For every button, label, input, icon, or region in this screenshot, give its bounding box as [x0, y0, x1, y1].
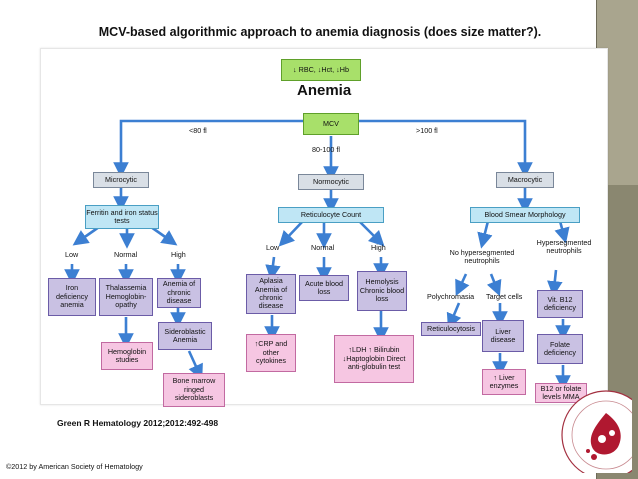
- label-lt80: <80 fl: [189, 126, 207, 135]
- label-target-cells: Target cells: [486, 292, 523, 301]
- arrow-mcv-microcytic: [113, 119, 303, 178]
- node-rbc-hct-hb: ↓ RBC, ↓Hct, ↓Hb: [281, 59, 361, 81]
- label-hypersegmented: Hypersegmented neutrophils: [536, 238, 592, 256]
- label-polychromasia: Polychromasia: [427, 292, 475, 301]
- node-liver-enzymes: ↑ Liver enzymes: [482, 369, 526, 395]
- node-iron-deficiency: Iron deficiency anemia: [48, 278, 96, 316]
- arrow-retic-low: [278, 220, 304, 247]
- label-normo-high: High: [371, 243, 386, 252]
- label-80-100: 80-100 fl: [312, 145, 340, 154]
- node-ldh-bilirubin: ↑LDH ↑ Bilirubin ↓Haptoglobin Direct ant…: [334, 335, 414, 383]
- arrow-to-vitb12: [547, 269, 563, 297]
- arrow-to-target: [486, 273, 502, 297]
- node-macrocytic: Macrocytic: [496, 172, 554, 188]
- node-acute-blood-loss: Acute blood loss: [299, 275, 349, 301]
- arrow-smear-hyper: [554, 220, 570, 244]
- arrow-to-aplasia: [265, 256, 281, 281]
- node-thalassemia: Thalassemia Hemoglobin-opathy: [99, 278, 153, 316]
- node-reticulocytosis: Reticulocytosis: [421, 322, 481, 336]
- arrow-to-bonemarrow: [187, 350, 203, 381]
- label-gt100: >100 fl: [416, 126, 438, 135]
- slide-title: MCV-based algorithmic approach to anemia…: [98, 25, 542, 39]
- arrow-ferritin-high: [150, 225, 178, 246]
- ash-seal-logo: [561, 390, 632, 473]
- node-b12-folate-levels: B12 or folate levels MMA: [535, 383, 587, 403]
- arrow-mcv-macrocytic: [359, 119, 533, 178]
- node-ferritin-iron-tests: Ferritin and iron status tests: [85, 205, 159, 229]
- node-vitb12-deficiency: Vit. B12 deficiency: [537, 290, 583, 318]
- node-hemolysis: Hemolysis Chronic blood loss: [357, 271, 407, 311]
- label-micro-normal: Normal: [114, 250, 138, 259]
- label-normo-low: Low: [266, 243, 280, 252]
- node-anemia-label: Anemia: [297, 82, 352, 99]
- label-no-hypersegmented: No hypersegmented neutrophils: [449, 248, 515, 266]
- copyright: ©2012 by American Society of Hematology: [6, 462, 143, 471]
- node-aplasia: Aplasia Anemia of chronic disease: [246, 274, 296, 314]
- arrow-retic-high: [358, 220, 385, 247]
- arrow-smear-nohyper: [477, 220, 493, 249]
- node-liver-disease: Liver disease: [482, 320, 524, 352]
- label-micro-low: Low: [65, 250, 79, 259]
- node-bone-marrow: Bone marrow ringed sideroblasts: [163, 373, 225, 407]
- node-blood-smear: Blood Smear Morphology: [470, 207, 580, 223]
- node-sideroblastic: Sideroblastic Anemia: [158, 322, 212, 350]
- node-microcytic: Microcytic: [93, 172, 149, 188]
- label-micro-high: High: [171, 250, 186, 259]
- node-normocytic: Normocytic: [298, 174, 364, 190]
- citation: Green R Hematology 2012;2012:492-498: [57, 418, 219, 428]
- node-crp: ↑CRP and other cytokines: [246, 334, 296, 372]
- node-chronic-disease-micro: Anemia of chronic disease: [157, 278, 201, 308]
- node-mcv: MCV: [303, 113, 359, 135]
- label-normo-normal: Normal: [311, 243, 335, 252]
- anemia-flowchart: ↓ RBC, ↓Hct, ↓Hb Anemia MCV <80 fl 80-10…: [40, 48, 608, 407]
- arrow-to-reticulocytosis: [446, 302, 462, 330]
- flow-arrows: [64, 119, 571, 391]
- node-reticulocyte-count: Reticulocyte Count: [278, 207, 384, 223]
- arrow-ferritin-low: [72, 225, 100, 246]
- node-folate-deficiency: Folate deficiency: [537, 334, 583, 364]
- arrow-to-polychromasia: [455, 273, 470, 297]
- node-hemoglobin-studies: Hemoglobin studies: [101, 342, 153, 370]
